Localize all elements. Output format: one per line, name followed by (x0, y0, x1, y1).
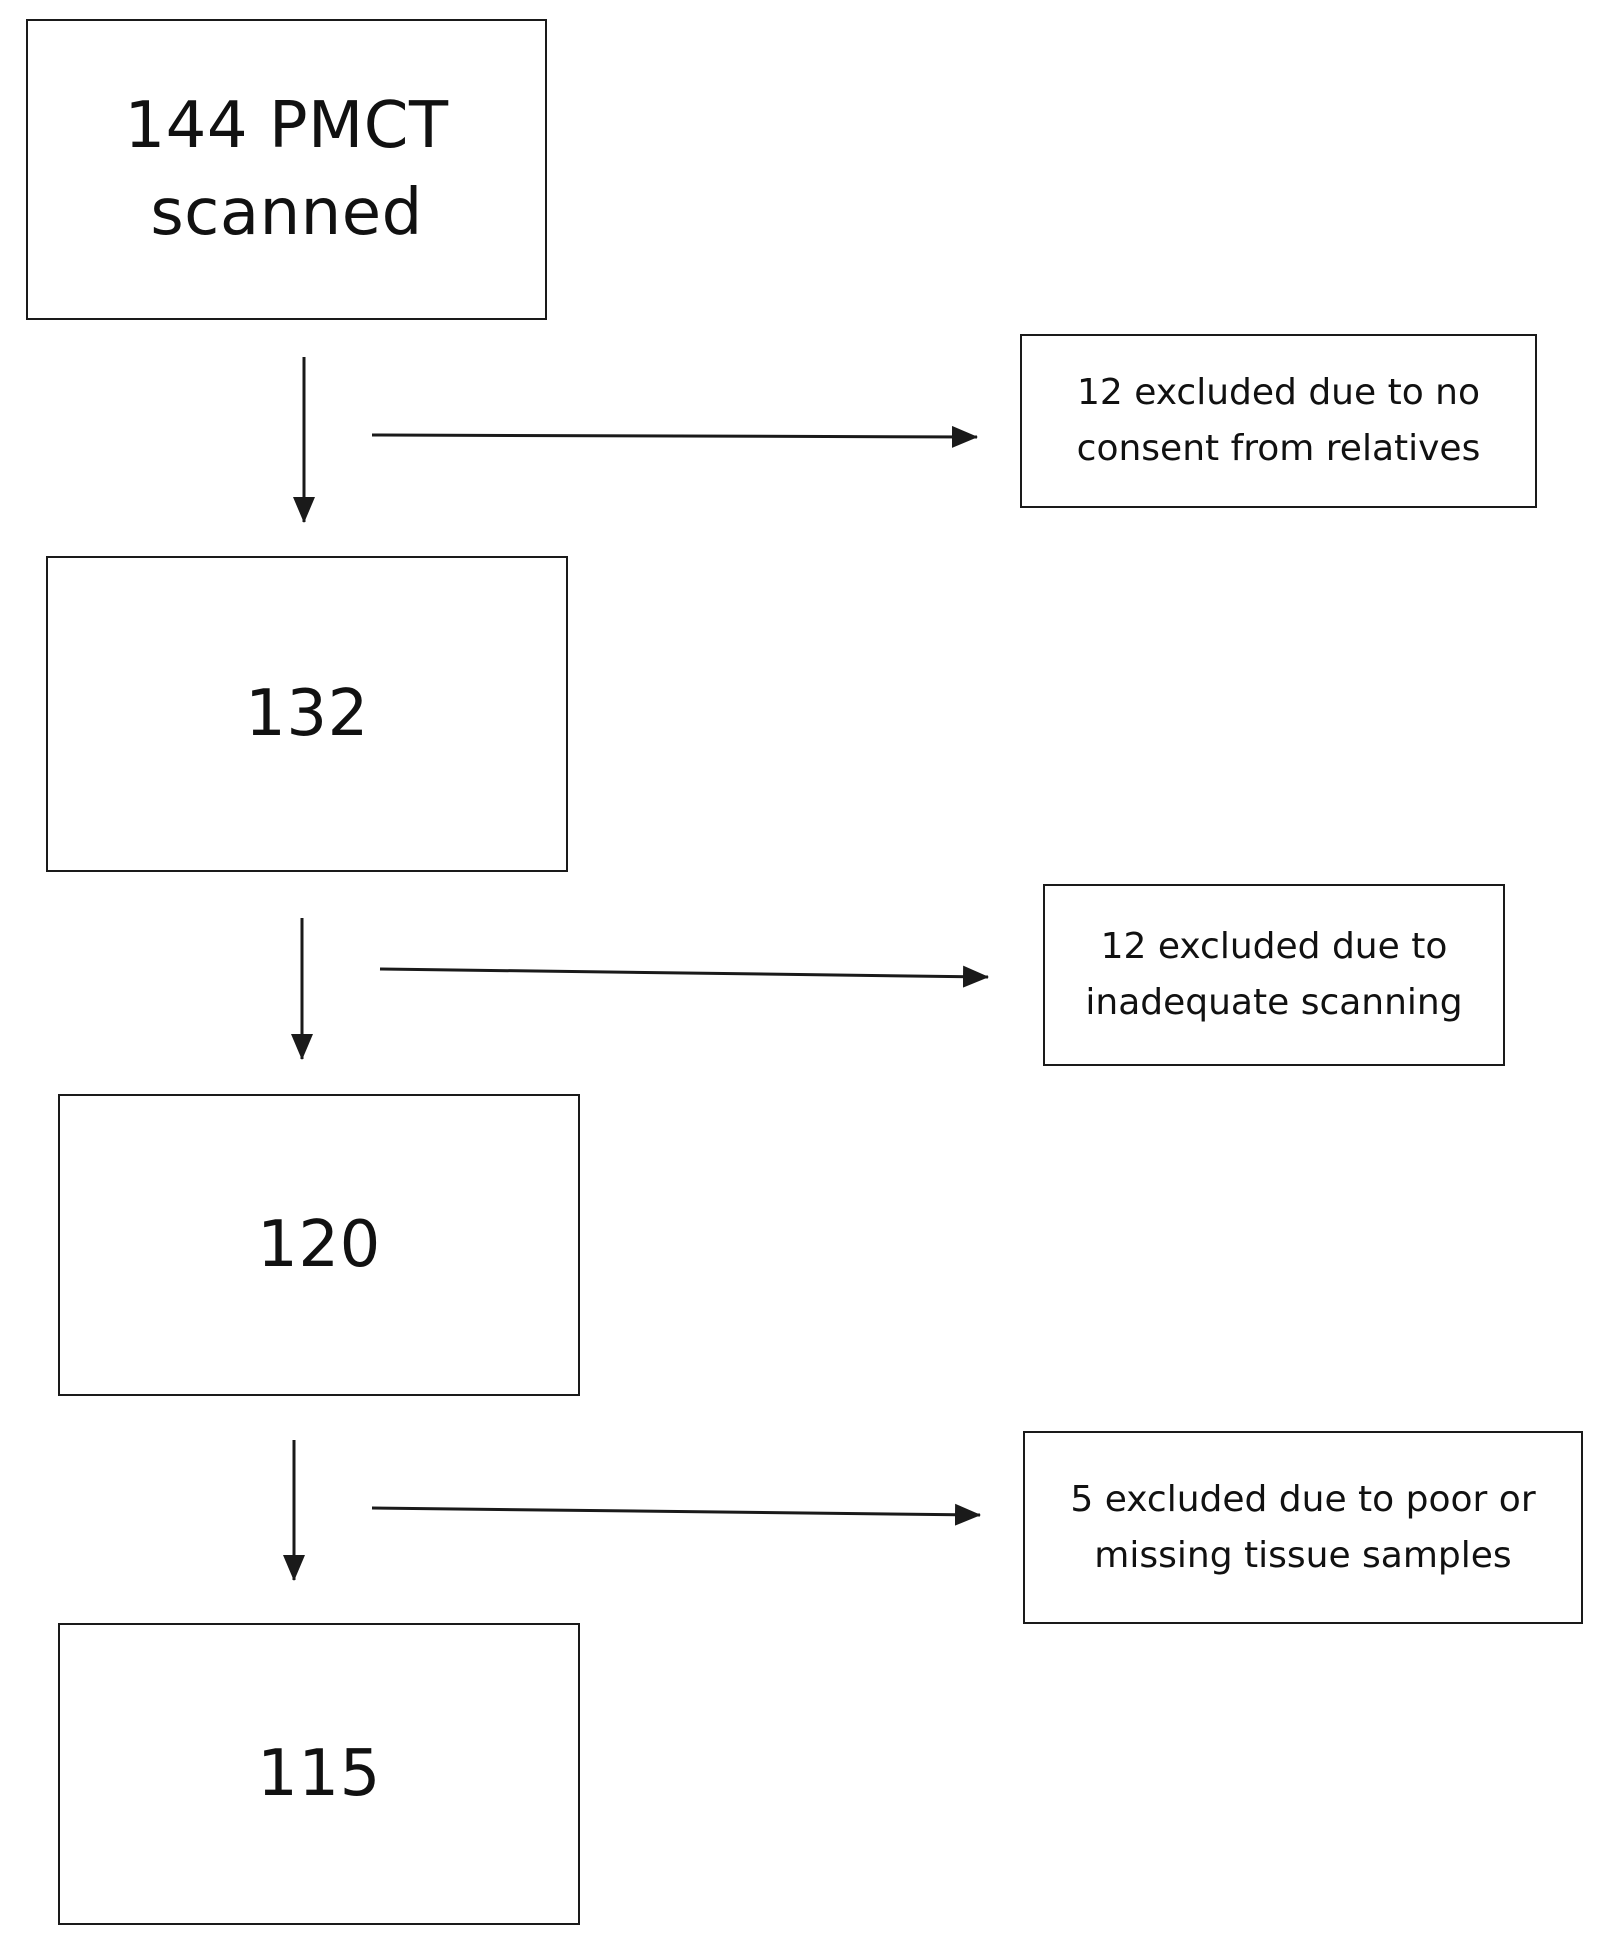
step-label-line: 144 PMCT (124, 89, 449, 164)
step-box-scanned: 144 PMCT scanned (26, 19, 547, 320)
exclusion-label-line: inadequate scanning (1085, 982, 1463, 1023)
step-label-scanned: 144 PMCT scanned (124, 83, 448, 256)
step-label-line: scanned (150, 175, 423, 250)
exclusion-label-line: missing tissue samples (1094, 1534, 1512, 1576)
step-box-120: 120 (58, 1094, 580, 1396)
exclusion-label-line: 5 excluded due to poor or (1070, 1478, 1536, 1520)
exclusion-box-scanning: 12 excluded due to inadequate scanning (1043, 884, 1505, 1066)
right-arrow-1 (371, 425, 978, 448)
exclusion-box-tissue: 5 excluded due to poor or missing tissue… (1023, 1431, 1583, 1624)
exclusion-box-consent: 12 excluded due to no consent from relat… (1020, 334, 1537, 508)
step-label-115: 115 (257, 1731, 381, 1817)
step-label-120: 120 (257, 1202, 381, 1288)
step-label-line: 132 (245, 676, 369, 751)
step-box-132: 132 (46, 556, 568, 872)
exclusion-label-tissue: 5 excluded due to poor or missing tissue… (1060, 1472, 1545, 1584)
exclusion-label-consent: 12 excluded due to no consent from relat… (1067, 365, 1491, 477)
exclusion-label-line: 12 excluded due to (1100, 926, 1448, 968)
step-box-115: 115 (58, 1623, 580, 1925)
step-label-line: 120 (257, 1207, 381, 1282)
right-arrow-2 (379, 965, 989, 988)
exclusion-label-line: 12 excluded due to no (1076, 372, 1481, 414)
exclusion-label-scanning: 12 excluded due to inadequate scanning (1075, 919, 1472, 1031)
exclusion-label-line: consent from relatives (1076, 428, 1481, 469)
step-label-line: 115 (257, 1736, 381, 1811)
step-label-132: 132 (245, 671, 369, 757)
right-arrow-3 (371, 1503, 981, 1526)
